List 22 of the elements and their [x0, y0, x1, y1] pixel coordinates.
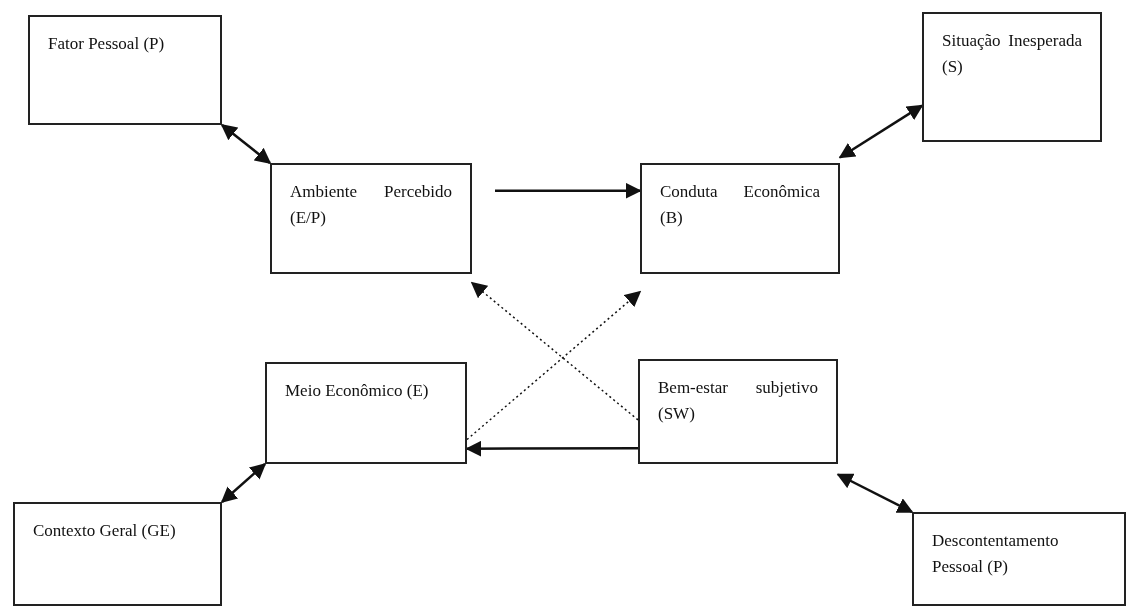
concept-label: Situação Inesperada (S)	[942, 30, 1082, 79]
concept-label: Bem-estar subjetivo (SW)	[658, 377, 818, 426]
concept-box	[13, 502, 222, 606]
arrow	[838, 104, 924, 159]
arrow	[220, 124, 272, 164]
concept-box	[640, 163, 840, 274]
concept-box	[922, 12, 1102, 142]
arrow	[836, 473, 914, 514]
arrow	[470, 281, 639, 421]
arrow	[220, 462, 267, 504]
concept-label: Meio Econômico (E)	[285, 380, 430, 402]
arrow	[495, 182, 642, 199]
concept-box	[265, 362, 467, 464]
concept-label: Descontentamento Pessoal (P)	[932, 530, 1060, 579]
concept-box	[28, 15, 222, 125]
concept-label: Conduta Econômica (B)	[660, 181, 820, 230]
concept-label: Contexto Geral (GE)	[33, 520, 177, 542]
concept-label: Ambiente Percebido (E/P)	[290, 181, 452, 230]
concept-box	[912, 512, 1126, 606]
concept-label: Fator Pessoal (P)	[48, 33, 166, 55]
concept-box	[638, 359, 838, 464]
concept-box	[270, 163, 472, 274]
